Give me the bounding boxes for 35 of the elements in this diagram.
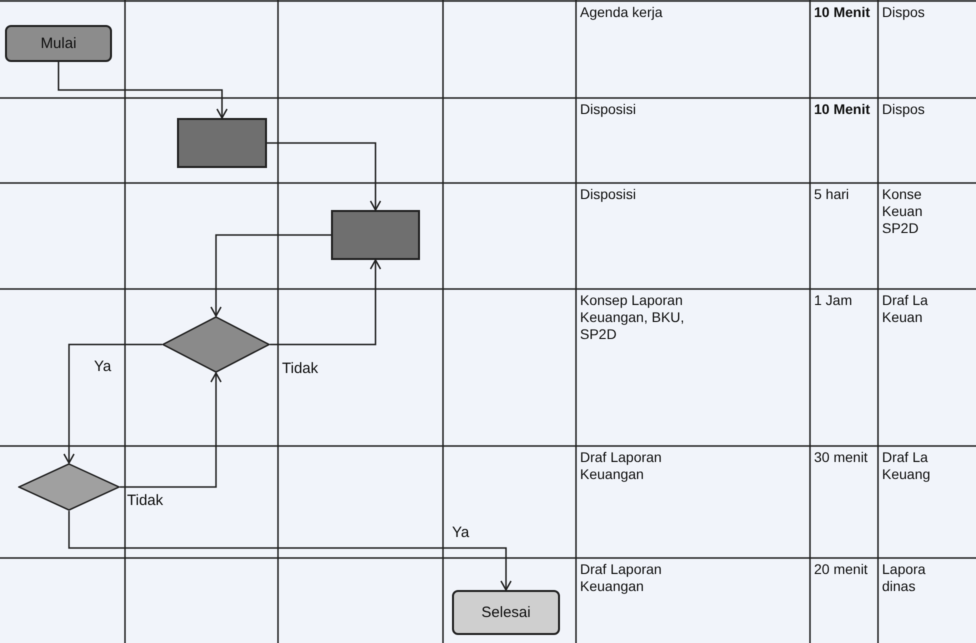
arrow (270, 259, 382, 346)
table-text: Agenda kerja (580, 4, 664, 21)
start-terminal: Mulai (5, 25, 112, 62)
table-text: Disposisi (580, 101, 638, 118)
edge-label: Ya (452, 524, 470, 541)
arrow (267, 142, 382, 211)
edge-label: Tidak (282, 360, 318, 377)
table-text: Draf La Keuan (882, 292, 929, 326)
edge-label: Tidak (127, 492, 164, 509)
table-text: Konse Keuan SP2D (882, 186, 924, 237)
decision-diamond (162, 316, 270, 373)
arrow (58, 62, 228, 119)
table-text: Lapora dinas (882, 561, 927, 595)
table-text: 5 hari (814, 186, 850, 203)
arrow (63, 344, 162, 464)
table-text: Draf Laporan Keuangan (580, 561, 663, 595)
table-text: 20 menit (814, 561, 869, 578)
table-text: 30 menit (814, 449, 869, 466)
table-text: Konsep Laporan Keuangan, BKU, SP2D (580, 292, 686, 343)
arrow (120, 372, 222, 488)
decision-diamond (18, 463, 120, 511)
table-text: 1 Jam (814, 292, 854, 309)
table-text: Draf La Keuang (882, 449, 932, 483)
process-box (177, 118, 267, 168)
arrow (210, 234, 331, 317)
end-terminal: Selesai (452, 590, 560, 635)
table-text: Dispos (882, 101, 926, 118)
table-text: Dispos (882, 4, 926, 21)
arrow (68, 511, 512, 591)
edge-label: Ya (94, 358, 112, 375)
table-text: Draf Laporan Keuangan (580, 449, 663, 483)
table-text: Disposisi (580, 186, 638, 203)
table-text: 10 Menit (814, 101, 872, 118)
process-box (331, 210, 420, 260)
table-text: 10 Menit (814, 4, 872, 21)
